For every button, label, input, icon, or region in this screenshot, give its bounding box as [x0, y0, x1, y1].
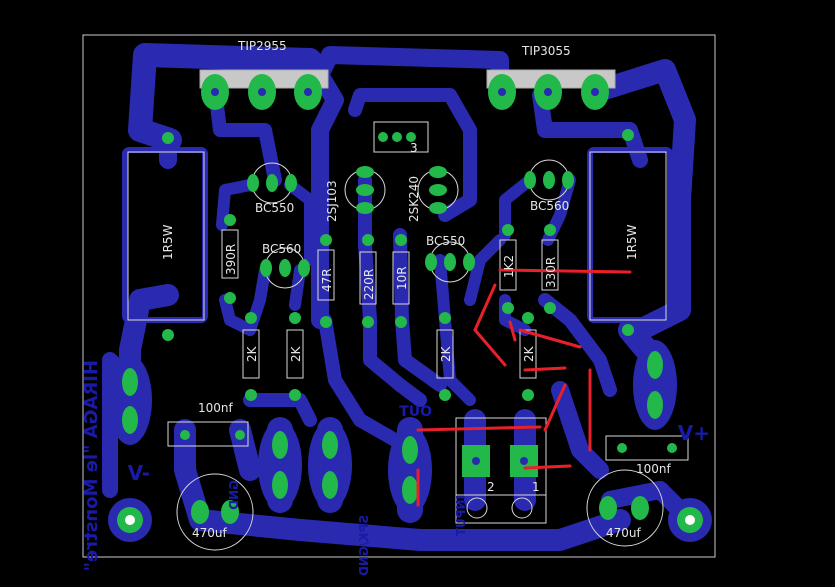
label-1r5w-left: 1R5W	[161, 224, 175, 260]
label-tip2955: TIP2955	[237, 39, 287, 53]
label-2k-d: 2K	[522, 345, 536, 362]
label-bc560-left: BC560	[262, 242, 301, 256]
drill-holes	[125, 88, 695, 525]
board-title: HIRAGA "le Monstre"	[81, 360, 102, 571]
label-plus-v: +V	[677, 421, 710, 445]
label-330r: 330R	[544, 257, 558, 288]
label-spk-gnd: SPK/GND	[357, 515, 371, 576]
label-47r: 47R	[320, 268, 334, 292]
label-minus-v: -V	[127, 461, 150, 485]
label-bc560-right: BC560	[530, 199, 569, 213]
label-2k-a: 2K	[245, 345, 259, 362]
label-220r: 220R	[362, 269, 376, 300]
label-out: OUT	[399, 404, 432, 420]
component-labels: TIP2955 TIP3055 BC550 BC560 BC560 BC550 …	[161, 39, 672, 540]
label-2sk240: 2SK240	[407, 176, 421, 222]
label-390r: 390R	[224, 244, 238, 275]
label-100nf-left: 100nf	[198, 401, 234, 415]
label-pin-1: 1	[532, 480, 540, 494]
label-bc550-left: BC550	[255, 201, 294, 215]
label-470uf-left: 470uf	[192, 526, 228, 540]
copper-text: HIRAGA "le Monstre" -V +V OUT SPK/GND GN…	[81, 360, 710, 576]
label-tip3055: TIP3055	[521, 44, 571, 58]
label-input: INPUT	[454, 495, 468, 537]
board-outline	[82, 34, 716, 558]
label-470uf-right: 470uf	[606, 526, 642, 540]
airwires	[416, 268, 632, 507]
label-bc550-mid: BC550	[426, 234, 465, 248]
label-gnd: GND	[227, 480, 241, 510]
label-1r5w-right: 1R5W	[625, 224, 639, 260]
label-jfet-pin3: 3	[410, 141, 418, 155]
label-100nf-right: 100nf	[636, 462, 672, 476]
label-pin-2: 2	[487, 480, 495, 494]
label-2sj103: 2SJ103	[325, 180, 339, 222]
label-2k-c: 2K	[439, 345, 453, 362]
label-10r: 10R	[395, 266, 409, 290]
label-2k-b: 2K	[289, 345, 303, 362]
label-1k2: 1K2	[502, 255, 516, 278]
